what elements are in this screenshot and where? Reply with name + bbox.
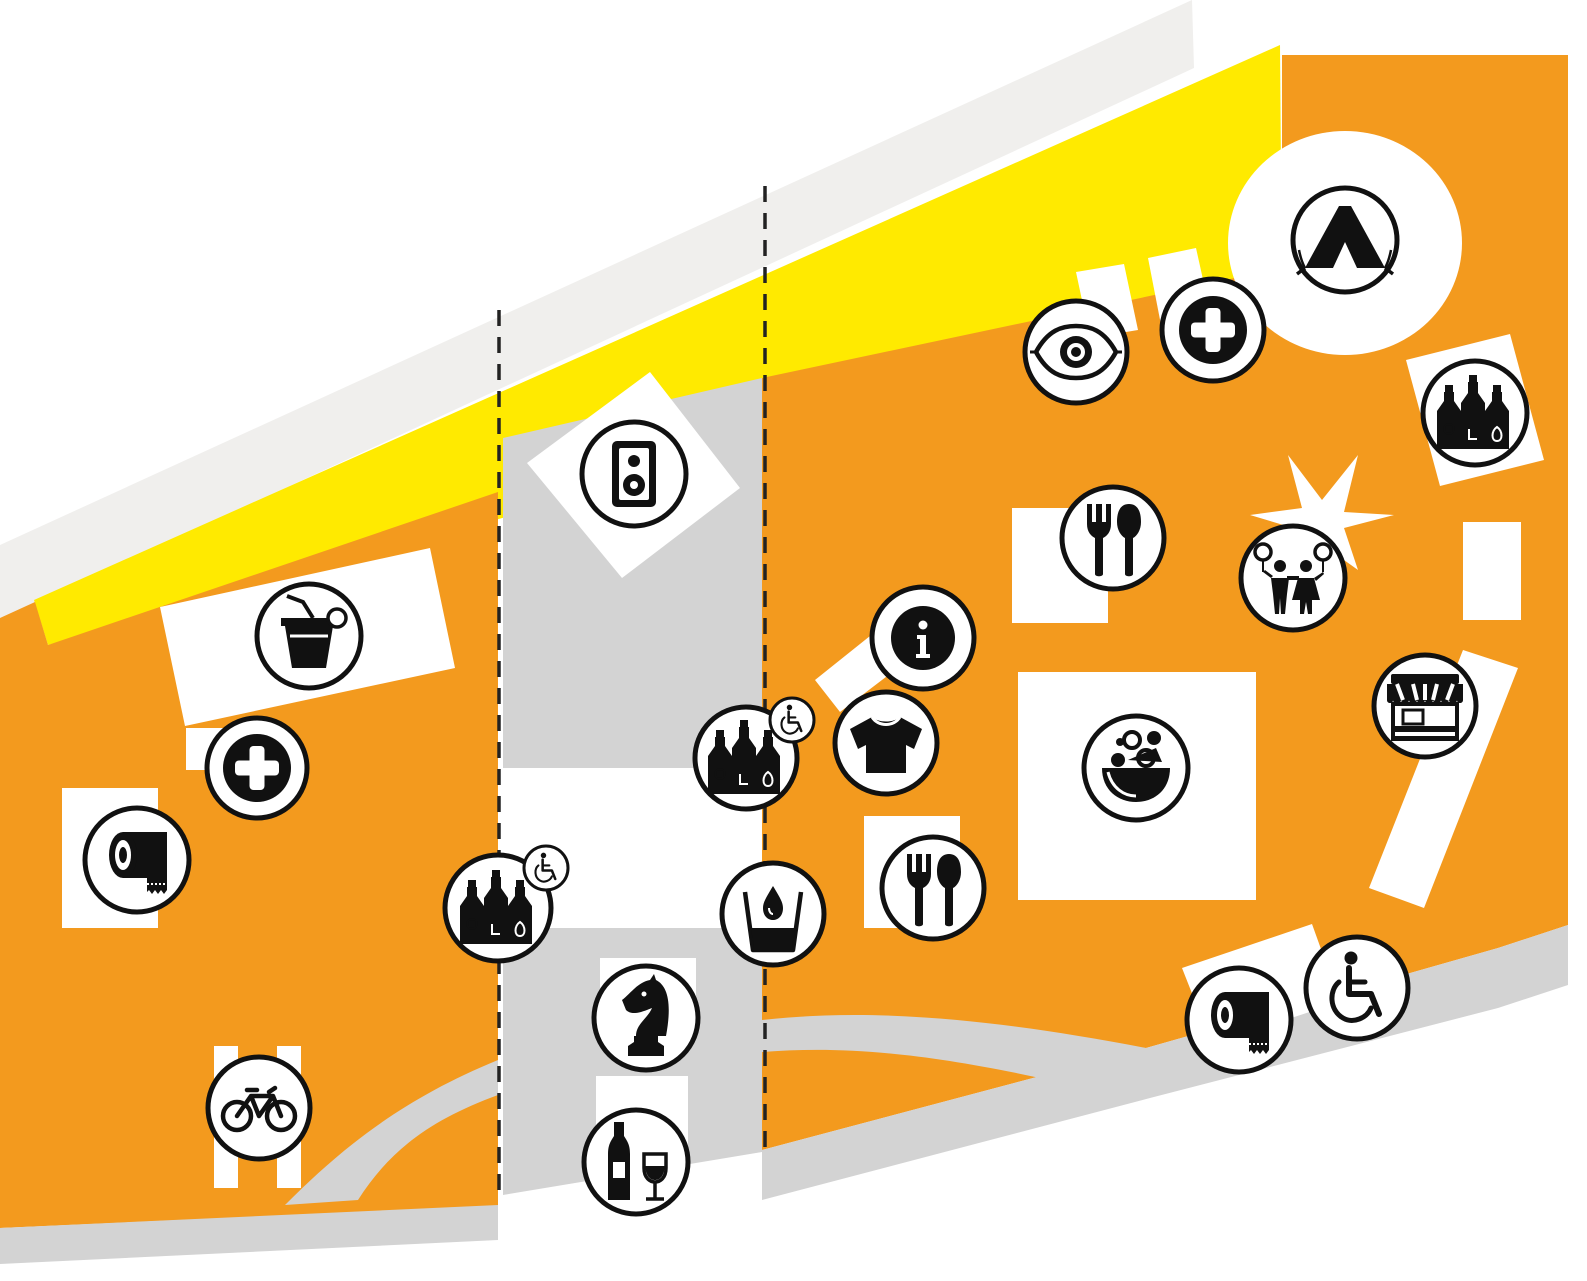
sound-stage-poi[interactable]	[579, 419, 689, 529]
east-pad-small	[1463, 522, 1521, 620]
bicycle-parking-poi[interactable]	[205, 1054, 313, 1162]
water-poi[interactable]	[719, 860, 827, 968]
first-aid-cross-icon	[1179, 296, 1247, 364]
toilet-poi-west[interactable]	[82, 805, 192, 915]
perimeter-road	[0, 0, 1194, 620]
accessible-badge	[768, 696, 816, 744]
salad-poi[interactable]	[1081, 713, 1191, 823]
info-poi[interactable]	[869, 584, 977, 692]
drink-poi[interactable]	[254, 581, 364, 691]
viewpoint-poi[interactable]	[1022, 298, 1130, 406]
yellow-band	[34, 45, 1282, 645]
merchandise-poi[interactable]	[832, 689, 940, 797]
west-path	[285, 1060, 498, 1205]
kids-area-poi[interactable]	[1238, 523, 1348, 633]
accessible-badge	[522, 844, 570, 892]
toilet-poi-east[interactable]	[1184, 965, 1294, 1075]
info-icon	[891, 606, 955, 670]
bar-poi-center[interactable]	[692, 696, 816, 812]
food-poi-south[interactable]	[879, 834, 987, 942]
accessibility-poi[interactable]	[1303, 934, 1411, 1042]
bottles-icon	[1436, 374, 1510, 450]
bar-poi-east[interactable]	[1420, 358, 1530, 468]
market-stall-poi[interactable]	[1371, 652, 1479, 760]
kids-star	[1250, 455, 1394, 580]
wine-poi[interactable]	[581, 1107, 691, 1217]
bottles-icon	[459, 869, 533, 945]
chess-poi[interactable]	[591, 963, 701, 1073]
food-poi-north[interactable]	[1059, 484, 1167, 592]
camping-poi[interactable]	[1290, 185, 1400, 295]
bottles-icon	[707, 719, 781, 795]
east-path	[762, 1015, 1146, 1078]
bar-poi-west[interactable]	[442, 844, 570, 964]
speaker-icon	[612, 441, 656, 507]
first-aid-cross-icon	[223, 734, 291, 802]
first-aid-poi-west[interactable]	[204, 715, 310, 821]
first-aid-poi-east[interactable]	[1159, 276, 1267, 384]
market-pad	[1369, 650, 1518, 908]
lower-road	[0, 1205, 498, 1264]
